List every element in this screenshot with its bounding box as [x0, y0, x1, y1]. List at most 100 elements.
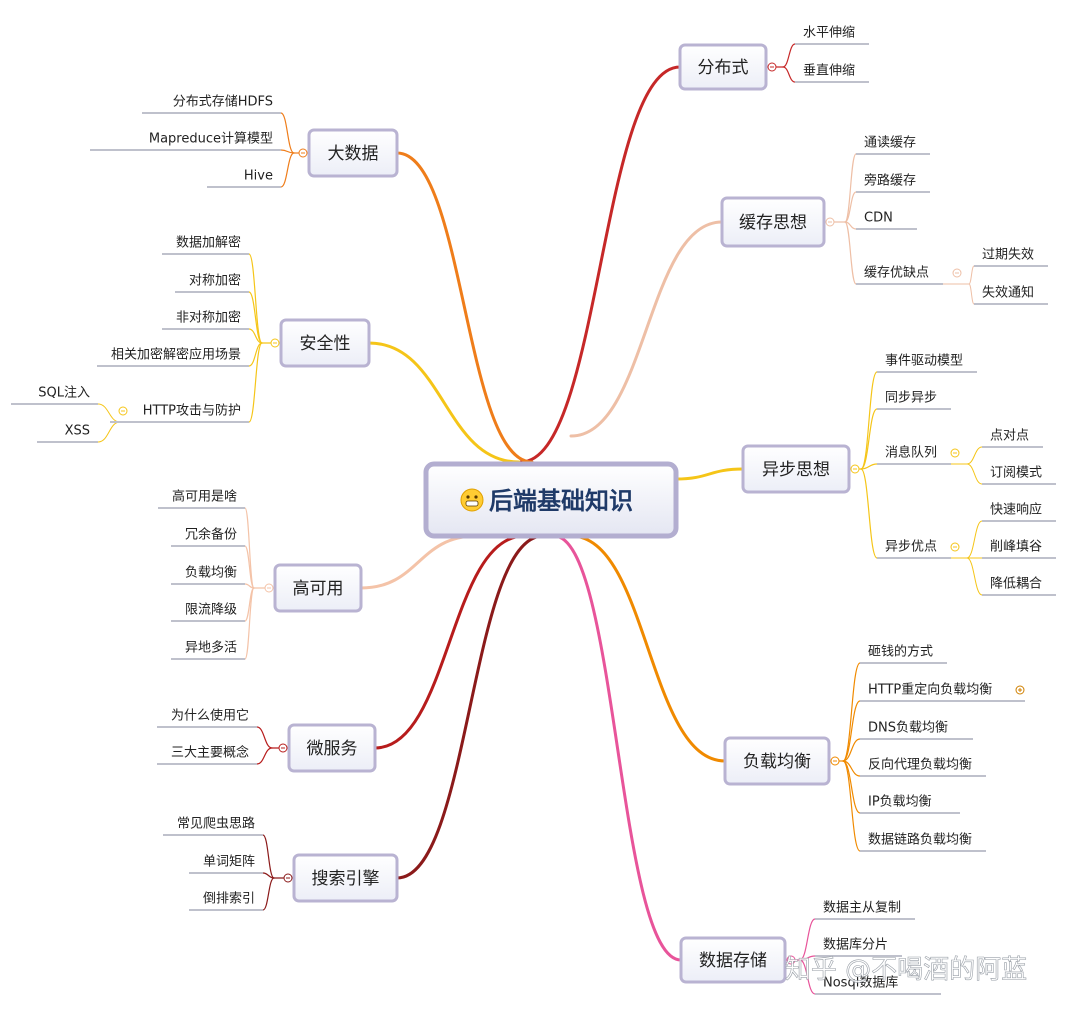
subtopic-link-security-4-1: [97, 421, 121, 443]
branch-link-ha: [359, 534, 478, 590]
central-topic-label: 后端基础知识: [489, 487, 633, 515]
subtopic-bigdata-2-label: Hive: [244, 169, 273, 184]
branch-label-loadbalance: 负载均衡: [743, 752, 811, 772]
subtopic-bigdata-1-label: Mapreduce计算模型: [149, 132, 273, 147]
subtopic-link-async-2: [860, 463, 878, 470]
subtopic-microservice-0-label: 为什么使用它: [171, 708, 249, 724]
collapse-toggle-ha[interactable]: [264, 583, 274, 593]
subtopic-link-storage-1: [799, 955, 816, 961]
branch-link-bigdata: [395, 151, 534, 464]
subtopic-link-loadbalance-2: [842, 738, 861, 762]
collapse-toggle-security-4[interactable]: [118, 406, 128, 416]
branch-node-async[interactable]: 异步思想: [741, 444, 851, 494]
expand-toggle-loadbalance-1[interactable]: [1015, 685, 1025, 695]
branch-node-microservice[interactable]: 微服务: [287, 723, 377, 773]
branch-bigdata: 大数据 分布式存储HDFS Mapreduce计算模型 Hive: [90, 95, 399, 188]
subtopic-link-storage-2: [799, 959, 816, 995]
collapse-toggle-async[interactable]: [850, 464, 860, 474]
branch-label-bigdata: 大数据: [328, 144, 379, 164]
branch-node-bigdata[interactable]: 大数据: [307, 128, 399, 178]
subtopic-link-security-4-0: [97, 403, 121, 423]
collapse-toggle-microservice[interactable]: [278, 743, 288, 753]
branch-node-ha[interactable]: 高可用: [273, 563, 363, 613]
subtopic-link-cache-3-1: [968, 283, 975, 305]
subtopic-link-microservice-1: [256, 747, 273, 765]
subtopic-security-1-label: 对称加密: [189, 273, 241, 289]
subtopic-ha-2-label: 负载均衡: [185, 566, 237, 581]
subtopic-distributed-1-label: 垂直伸缩: [803, 63, 855, 79]
subtopic-link-distributed-1: [782, 66, 796, 83]
branch-node-security[interactable]: 安全性: [279, 318, 371, 368]
subtopic-loadbalance-2-label: DNS负载均衡: [868, 721, 948, 736]
subtopic-cache-3-0-label: 过期失效: [982, 248, 1034, 263]
subtopic-ha-1-label: 冗余备份: [185, 527, 237, 543]
collapse-toggle-security[interactable]: [270, 338, 280, 348]
subtopic-loadbalance-5-label: 数据链路负载均衡: [868, 832, 972, 848]
subtopic-loadbalance-1-label: HTTP重定向负载均衡: [868, 682, 992, 698]
subtopic-link-bigdata-0: [280, 112, 295, 154]
subtopic-cache-0-label: 通读缓存: [864, 136, 916, 151]
branch-node-storage[interactable]: 数据存储: [679, 936, 787, 984]
collapse-toggle-bigdata[interactable]: [298, 148, 308, 158]
branch-label-async: 异步思想: [762, 460, 830, 480]
subtopic-link-cache-0: [844, 153, 857, 223]
subtopic-ha-4-label: 异地多活: [185, 640, 237, 656]
collapse-toggle-async-3[interactable]: [950, 542, 960, 552]
branch-link-distributed: [519, 65, 682, 464]
subtopic-async-2-1-label: 订阅模式: [990, 466, 1042, 481]
collapse-toggle-loadbalance[interactable]: [830, 756, 840, 766]
branch-node-distributed[interactable]: 分布式: [678, 43, 768, 91]
central-topic[interactable]: 后端基础知识: [423, 461, 679, 539]
branch-label-storage: 数据存储: [699, 951, 767, 971]
branch-link-loadbalance: [569, 534, 727, 763]
branch-label-search: 搜索引擎: [312, 869, 380, 889]
subtopic-link-microservice-0: [256, 726, 273, 749]
subtopic-security-2-label: 非对称加密: [176, 310, 241, 326]
collapse-toggle-search[interactable]: [283, 873, 293, 883]
subtopic-microservice-1-label: 三大主要概念: [171, 745, 249, 761]
subtopic-link-search-2: [262, 877, 275, 911]
subtopic-storage-0-label: 数据主从复制: [823, 901, 901, 916]
subtopic-link-security-1: [248, 291, 263, 344]
subtopic-bigdata-0-label: 分布式存储HDFS: [173, 95, 273, 110]
subtopic-link-async-2-0: [966, 446, 983, 465]
collapse-toggle-async-2[interactable]: [950, 448, 960, 458]
branch-node-loadbalance[interactable]: 负载均衡: [723, 736, 831, 786]
subtopic-link-security-2: [248, 328, 263, 344]
collapse-toggle-distributed[interactable]: [767, 62, 777, 72]
subtopic-cache-2-label: CDN: [864, 211, 893, 226]
subtopic-link-bigdata-2: [280, 152, 295, 188]
grinning-face-icon: [460, 488, 484, 512]
subtopic-loadbalance-4-label: IP负载均衡: [868, 795, 932, 810]
collapse-toggle-cache-3[interactable]: [952, 268, 962, 278]
subtopic-link-async-3-0: [966, 520, 983, 559]
subtopic-link-loadbalance-1: [842, 700, 861, 762]
subtopic-ha-3-label: 限流降级: [185, 603, 237, 618]
subtopic-link-async-1: [860, 408, 878, 470]
branch-link-cache: [569, 220, 724, 438]
collapse-toggle-cache[interactable]: [825, 217, 835, 227]
connector-lines: [97, 43, 983, 995]
subtopic-link-loadbalance-0: [842, 662, 861, 762]
subtopic-link-async-2-1: [966, 463, 983, 485]
branch-loadbalance: 负载均衡砸钱的方式HTTP重定向负载均衡DNS负载均衡反向代理负载均衡IP负载均…: [723, 644, 1025, 852]
subtopic-async-1-label: 同步异步: [885, 391, 937, 406]
branch-link-microservice: [373, 534, 526, 750]
collapse-toggle-storage[interactable]: [786, 955, 796, 965]
branch-label-distributed: 分布式: [698, 58, 749, 78]
subtopic-link-cache-1: [844, 191, 857, 223]
subtopic-security-4-0-label: SQL注入: [38, 386, 90, 401]
branch-node-search[interactable]: 搜索引擎: [292, 853, 399, 903]
branch-node-cache[interactable]: 缓存思想: [720, 196, 826, 248]
subtopic-link-storage-0: [799, 918, 816, 961]
subtopic-search-1-label: 单词矩阵: [203, 855, 255, 870]
subtopic-link-async-0: [860, 371, 878, 470]
subtopic-link-loadbalance-5: [842, 760, 861, 852]
branch-async: 异步思想事件驱动模型同步异步消息队列点对点订阅模式异步优点快速响应削峰填谷降低耦…: [741, 354, 1056, 596]
